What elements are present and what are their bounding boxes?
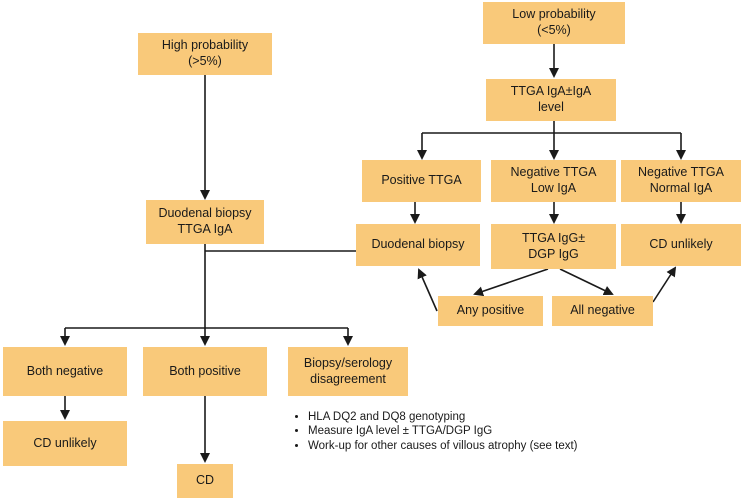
arrow-all-to-unlikely bbox=[652, 266, 677, 303]
disagreement-notes: HLA DQ2 and DQ8 genotyping Measure IgA l… bbox=[290, 410, 588, 453]
node-positive-ttga: Positive TTGA bbox=[362, 160, 481, 202]
node-high-probability: High probability(>5%) bbox=[138, 33, 272, 75]
node-any-positive: Any positive bbox=[438, 296, 543, 326]
node-both-positive: Both positive bbox=[143, 347, 267, 396]
node-cd-unlikely-right: CD unlikely bbox=[621, 224, 741, 266]
node-cd: CD bbox=[177, 464, 233, 498]
note-item: Work-up for other causes of villous atro… bbox=[308, 439, 588, 453]
arrow-any-to-biopsy bbox=[417, 268, 438, 312]
note-item: Measure IgA level ± TTGA/DGP IgG bbox=[308, 424, 588, 438]
node-ttga-igg-dgp: TTGA IgG±DGP IgG bbox=[491, 224, 616, 269]
node-low-probability: Low probability(<5%) bbox=[483, 2, 625, 44]
arrow-igg-to-any bbox=[473, 268, 549, 297]
node-both-negative: Both negative bbox=[3, 347, 127, 396]
note-item: HLA DQ2 and DQ8 genotyping bbox=[308, 410, 588, 424]
arrow-igg-to-all bbox=[559, 268, 614, 296]
node-cd-unlikely-left: CD unlikely bbox=[3, 421, 127, 466]
node-all-negative: All negative bbox=[552, 296, 653, 326]
node-duodenal-biopsy: Duodenal biopsy bbox=[356, 224, 480, 266]
